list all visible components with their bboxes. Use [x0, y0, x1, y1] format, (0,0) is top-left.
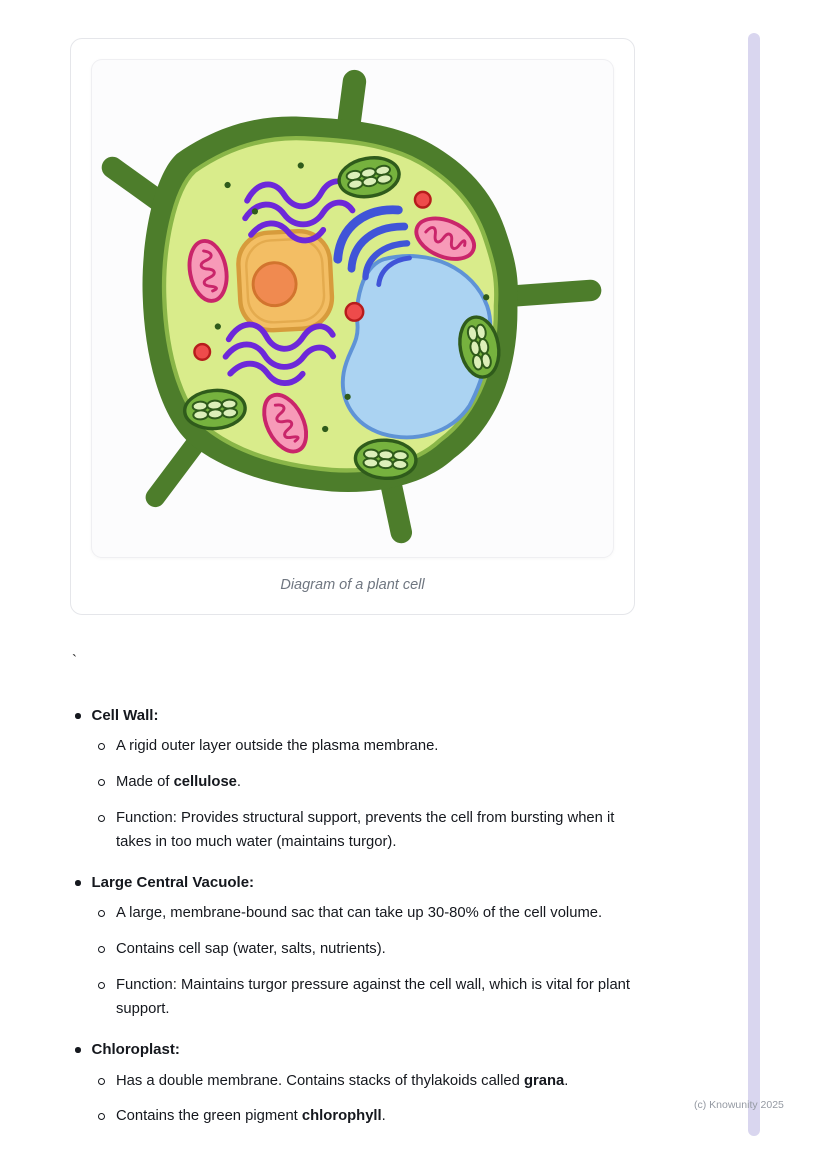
circle-bullet-icon [98, 815, 105, 823]
sub-item: A large, membrane-bound sac that can tak… [94, 902, 660, 926]
chloroplast-top [337, 156, 401, 199]
lysosomes [193, 190, 432, 361]
copyright-watermark: (c) Knowunity 2025 [694, 1099, 784, 1111]
plasmodesma-arm-bottom-left [145, 432, 207, 508]
sub-item: A rigid outer layer outside the plasma m… [94, 735, 660, 759]
note-text: A large, membrane-bound sac that can tak… [116, 905, 603, 922]
circle-bullet-icon [98, 779, 105, 787]
sub-item: Function: Provides structural support, p… [94, 807, 660, 855]
note-text: Contains the green pigment chlorophyll. [116, 1108, 386, 1125]
mitochondrion-bottom [262, 392, 309, 454]
plant-cell-image [92, 60, 613, 557]
note-text: Function: Maintains turgor pressure agai… [116, 977, 631, 1018]
circle-bullet-icon [98, 910, 105, 918]
note-text: Function: Provides structural support, p… [116, 810, 615, 851]
note-text: Made of cellulose. [116, 774, 242, 791]
plant-cell-diagram [101, 69, 602, 544]
list-item-cell-wall: Cell Wall: A rigid outer layer outside t… [70, 704, 660, 855]
chloroplast-right [458, 315, 501, 379]
circle-bullet-icon [98, 1077, 105, 1085]
sub-item: Function: Maintains turgor pressure agai… [94, 974, 660, 1022]
note-text: Has a double membrane. Contains stacks o… [116, 1072, 569, 1089]
figure-card: Diagram of a plant cell [70, 38, 635, 615]
mitochondrion-left [187, 239, 229, 303]
bullet-icon [75, 1047, 81, 1053]
golgi-apparatus [333, 205, 412, 287]
nuclear-inner-membrane [245, 237, 326, 324]
plasmodesma-arm-right [497, 279, 602, 308]
circle-bullet-icon [98, 1113, 105, 1121]
list-item-large-central-vacuole: Large Central Vacuole: A large, membrane… [70, 871, 660, 1022]
bullet-icon [75, 713, 81, 719]
notes-list: Cell Wall: A rigid outer layer outside t… [70, 704, 660, 1145]
circle-bullet-icon [98, 743, 105, 751]
ribosome-dots [214, 162, 490, 433]
stray-backtick: ` [72, 652, 77, 669]
chloroplast-bottom [353, 438, 418, 481]
sub-item: Contains the green pigment chlorophyll. [94, 1105, 660, 1129]
sub-item: Has a double membrane. Contains stacks o… [94, 1070, 660, 1094]
nucleolus [251, 261, 298, 308]
note-title: Chloroplast: [91, 1041, 180, 1059]
list-item-chloroplast: Chloroplast: Has a double membrane. Cont… [70, 1038, 660, 1129]
mitochondrion-top-right [414, 216, 477, 261]
bullet-icon [75, 880, 81, 886]
scrollbar-track[interactable] [748, 33, 760, 1136]
note-title: Cell Wall: [91, 707, 159, 724]
note-title: Large Central Vacuole: [91, 874, 255, 892]
circle-bullet-icon [98, 946, 105, 954]
sub-item: Contains cell sap (water, salts, nutrien… [94, 938, 660, 962]
chloroplast-bottom-left [182, 388, 247, 431]
endoplasmic-reticulum-top [242, 178, 356, 244]
note-text: Contains cell sap (water, salts, nutrien… [116, 941, 386, 958]
nucleus [236, 228, 335, 333]
sub-item: Made of cellulose. [94, 771, 660, 795]
figure-caption: Diagram of a plant cell [280, 577, 425, 593]
circle-bullet-icon [98, 982, 105, 990]
note-text: A rigid outer layer outside the plasma m… [116, 738, 439, 755]
endoplasmic-reticulum-bottom [222, 321, 337, 386]
